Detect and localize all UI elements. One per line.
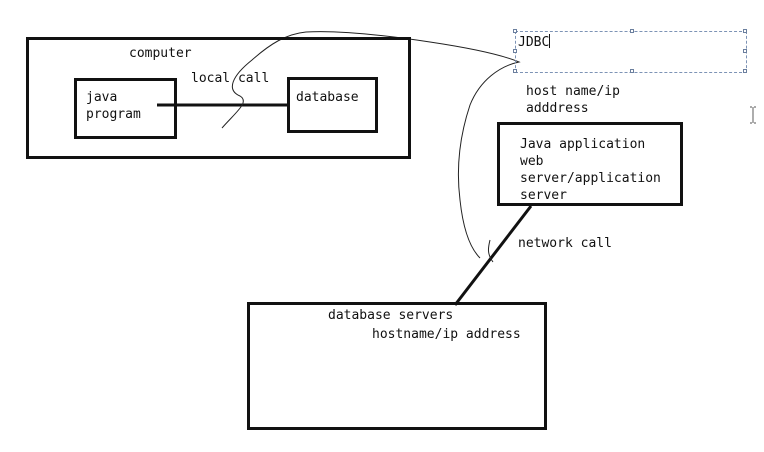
resize-handle[interactable]	[630, 29, 634, 33]
resize-handle[interactable]	[513, 29, 517, 33]
database-box	[287, 77, 378, 133]
text-caret	[549, 34, 551, 48]
freehand-tick	[487, 239, 494, 263]
computer-box	[26, 37, 411, 159]
jdbc-freehand-curve	[221, 31, 521, 259]
database-servers-label: database servers	[328, 308, 454, 323]
java-program-label: java program	[86, 90, 141, 122]
text-cursor-icon	[750, 106, 756, 124]
resize-handle[interactable]	[743, 69, 747, 73]
java-application-box	[497, 122, 683, 206]
resize-handle[interactable]	[743, 49, 747, 53]
jdbc-text[interactable]: JDBC	[518, 34, 551, 51]
java-program-box	[74, 78, 177, 139]
jdbc-textbox[interactable]	[513, 29, 747, 73]
network-call-label: network call	[518, 236, 612, 251]
computer-label: computer	[129, 46, 192, 61]
database-hostname-label: hostname/ip address	[372, 327, 521, 342]
database-label: database	[296, 90, 359, 105]
resize-handle[interactable]	[630, 69, 634, 73]
jdbc-label: JDBC	[518, 35, 550, 50]
resize-handle[interactable]	[513, 49, 517, 53]
database-servers-box	[247, 302, 547, 430]
resize-handle[interactable]	[743, 29, 747, 33]
java-application-label: Java application web server/application …	[520, 137, 661, 203]
local-call-label: local call	[191, 71, 270, 86]
host-label: host name/ip adddress	[526, 84, 620, 116]
network-call-line	[453, 205, 533, 306]
resize-handle[interactable]	[513, 69, 517, 73]
